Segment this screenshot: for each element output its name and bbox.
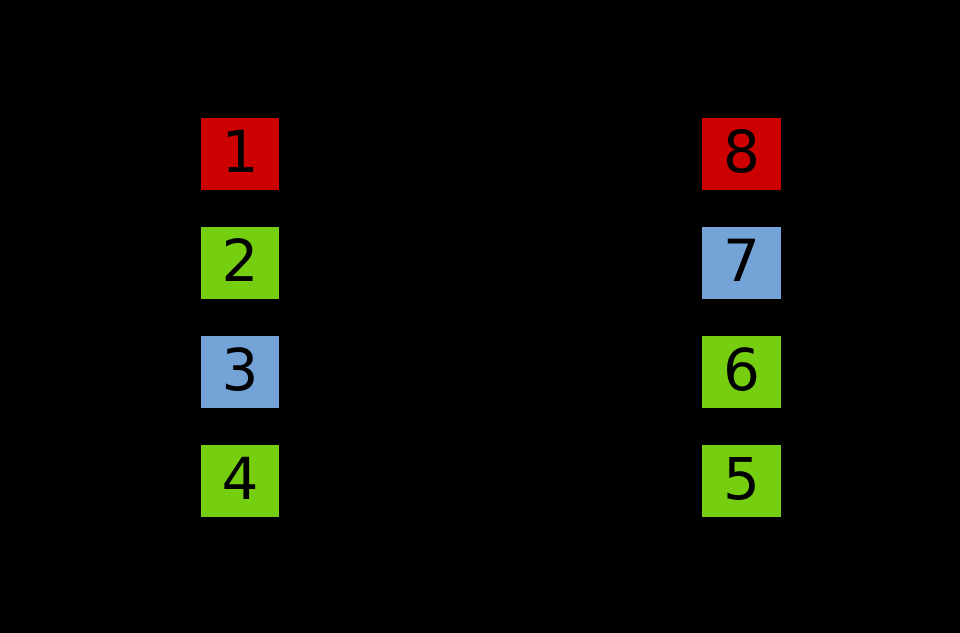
tile-2[interactable]: 2 — [201, 227, 279, 299]
tile-label: 1 — [221, 118, 259, 186]
tile-label: 5 — [723, 445, 760, 513]
tile-3[interactable]: 3 — [201, 336, 279, 408]
tile-8[interactable]: 8 — [702, 118, 781, 190]
tile-label: 8 — [723, 118, 760, 186]
tile-label: 3 — [221, 336, 259, 404]
tile-5[interactable]: 5 — [702, 445, 781, 517]
tile-label: 6 — [723, 336, 760, 404]
tile-1[interactable]: 1 — [201, 118, 279, 190]
tile-4[interactable]: 4 — [201, 445, 279, 517]
tile-label: 7 — [723, 227, 760, 295]
tile-7[interactable]: 7 — [702, 227, 781, 299]
tile-6[interactable]: 6 — [702, 336, 781, 408]
tile-label: 4 — [221, 445, 259, 513]
tile-label: 2 — [221, 227, 259, 295]
